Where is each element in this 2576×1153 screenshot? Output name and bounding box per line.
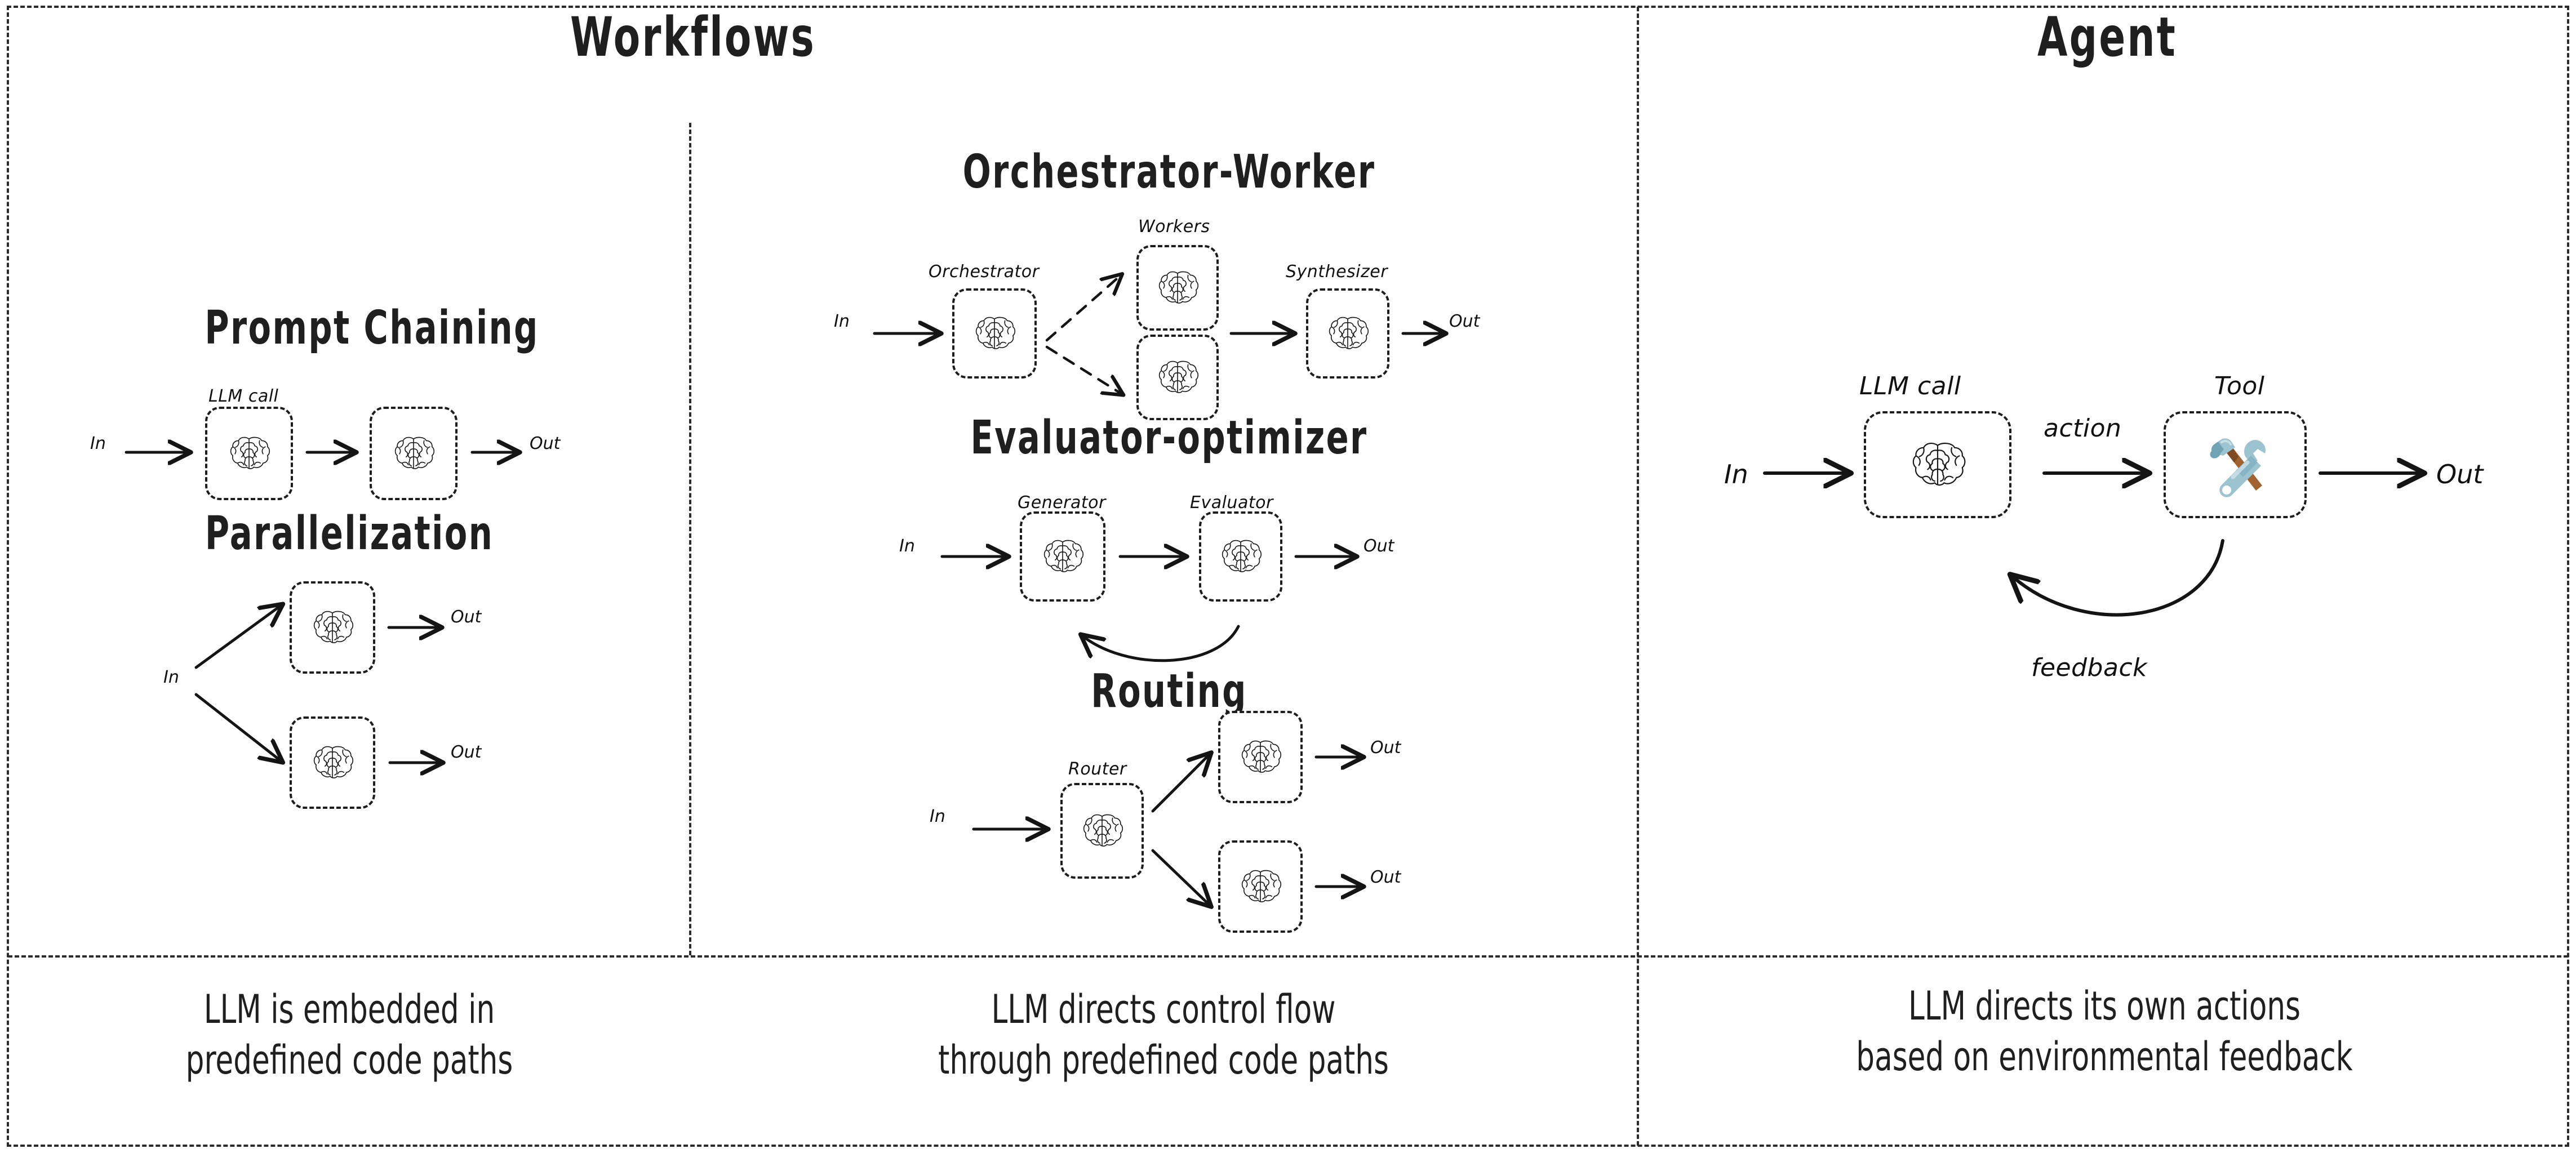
title-evaluator-optimizer: Evaluator-optimizer bbox=[970, 411, 1368, 465]
hammer-and-wrench-icon bbox=[2199, 429, 2271, 501]
brain-icon bbox=[1219, 535, 1263, 578]
caption-line: LLM directs its own actions bbox=[1908, 983, 2300, 1029]
node-router bbox=[1060, 783, 1144, 879]
node-agent-llm-call bbox=[1864, 411, 2011, 518]
label-in-evaluator: In bbox=[899, 536, 915, 556]
header-workflows: Workflows bbox=[570, 6, 816, 69]
label-out-orchestrator: Out bbox=[1449, 311, 1480, 331]
label-synthesizer: Synthesizer bbox=[1286, 262, 1388, 282]
caption-line: LLM directs control flow bbox=[991, 986, 1336, 1032]
brain-icon bbox=[310, 741, 354, 785]
header-agent: Agent bbox=[2037, 6, 2178, 69]
label-generator: Generator bbox=[1018, 493, 1106, 513]
label-llm-call-chaining: LLM call bbox=[208, 386, 279, 406]
label-out-parallel-bottom: Out bbox=[451, 742, 482, 762]
brain-icon bbox=[1908, 435, 1967, 494]
caption-line: through predefined code paths bbox=[938, 1036, 1389, 1083]
label-in-routing: In bbox=[930, 807, 945, 826]
label-workers: Workers bbox=[1138, 217, 1210, 237]
caption-line: predefined code paths bbox=[185, 1036, 513, 1083]
title-parallelization: Parallelization bbox=[205, 507, 494, 560]
outer-frame bbox=[7, 6, 2569, 1147]
brain-icon bbox=[1238, 735, 1282, 779]
caption-workflows-control-flow: LLM directs control flow through predefi… bbox=[787, 985, 1540, 1085]
brain-icon bbox=[227, 431, 271, 475]
brain-icon bbox=[1156, 266, 1200, 310]
title-prompt-chaining: Prompt Chaining bbox=[205, 301, 539, 355]
divider-workflows-columns bbox=[689, 123, 691, 955]
title-routing: Routing bbox=[1091, 665, 1247, 718]
label-action: action bbox=[2044, 414, 2122, 443]
node-synthesizer bbox=[1306, 288, 1389, 379]
caption-line: LLM is embedded in bbox=[203, 986, 495, 1032]
node-evaluator bbox=[1199, 511, 1282, 602]
node-worker-1 bbox=[1136, 245, 1219, 331]
label-out-routing-top: Out bbox=[1370, 738, 1401, 758]
caption-agent-own-actions: LLM directs its own actions based on env… bbox=[1733, 981, 2476, 1082]
node-parallel-branch-2 bbox=[290, 716, 375, 809]
node-agent-tool bbox=[2164, 411, 2307, 518]
node-worker-2 bbox=[1136, 335, 1219, 420]
label-evaluator: Evaluator bbox=[1190, 493, 1273, 513]
caption-line: based on environmental feedback bbox=[1856, 1033, 2353, 1080]
label-out-parallel-top: Out bbox=[451, 607, 482, 627]
label-in-agent: In bbox=[1724, 459, 1748, 489]
brain-icon bbox=[392, 431, 436, 475]
brain-icon bbox=[1238, 865, 1282, 909]
label-orchestrator: Orchestrator bbox=[929, 262, 1040, 282]
caption-workflows-embedded: LLM is embedded in predefined code paths bbox=[81, 985, 617, 1085]
label-out-routing-bottom: Out bbox=[1370, 867, 1401, 887]
label-in-orchestrator: In bbox=[834, 311, 850, 331]
node-parallel-branch-1 bbox=[290, 581, 375, 674]
brain-icon bbox=[1080, 809, 1124, 853]
label-feedback: feedback bbox=[2031, 653, 2148, 682]
label-llm-call-agent: LLM call bbox=[1859, 372, 1961, 400]
label-out-chaining: Out bbox=[530, 434, 561, 453]
node-generator bbox=[1020, 511, 1105, 602]
node-llm-call-1 bbox=[205, 407, 293, 500]
brain-icon bbox=[1156, 355, 1200, 399]
node-route-target-2 bbox=[1218, 840, 1303, 933]
divider-workflows-agent bbox=[1637, 7, 1639, 1146]
node-orchestrator bbox=[952, 288, 1037, 379]
brain-icon bbox=[972, 311, 1016, 355]
label-tool: Tool bbox=[2214, 372, 2265, 400]
brain-icon bbox=[1326, 311, 1370, 355]
brain-icon bbox=[310, 606, 354, 649]
node-llm-call-2 bbox=[370, 407, 458, 500]
label-out-evaluator: Out bbox=[1363, 536, 1394, 556]
label-out-agent: Out bbox=[2436, 459, 2484, 489]
divider-captions bbox=[8, 955, 2568, 958]
title-orchestrator-worker: Orchestrator-Worker bbox=[962, 145, 1376, 199]
label-in-parallelization: In bbox=[163, 667, 179, 687]
brain-icon bbox=[1041, 535, 1085, 578]
label-router: Router bbox=[1068, 759, 1127, 779]
label-in-chaining: In bbox=[90, 434, 106, 453]
node-route-target-1 bbox=[1218, 711, 1303, 803]
